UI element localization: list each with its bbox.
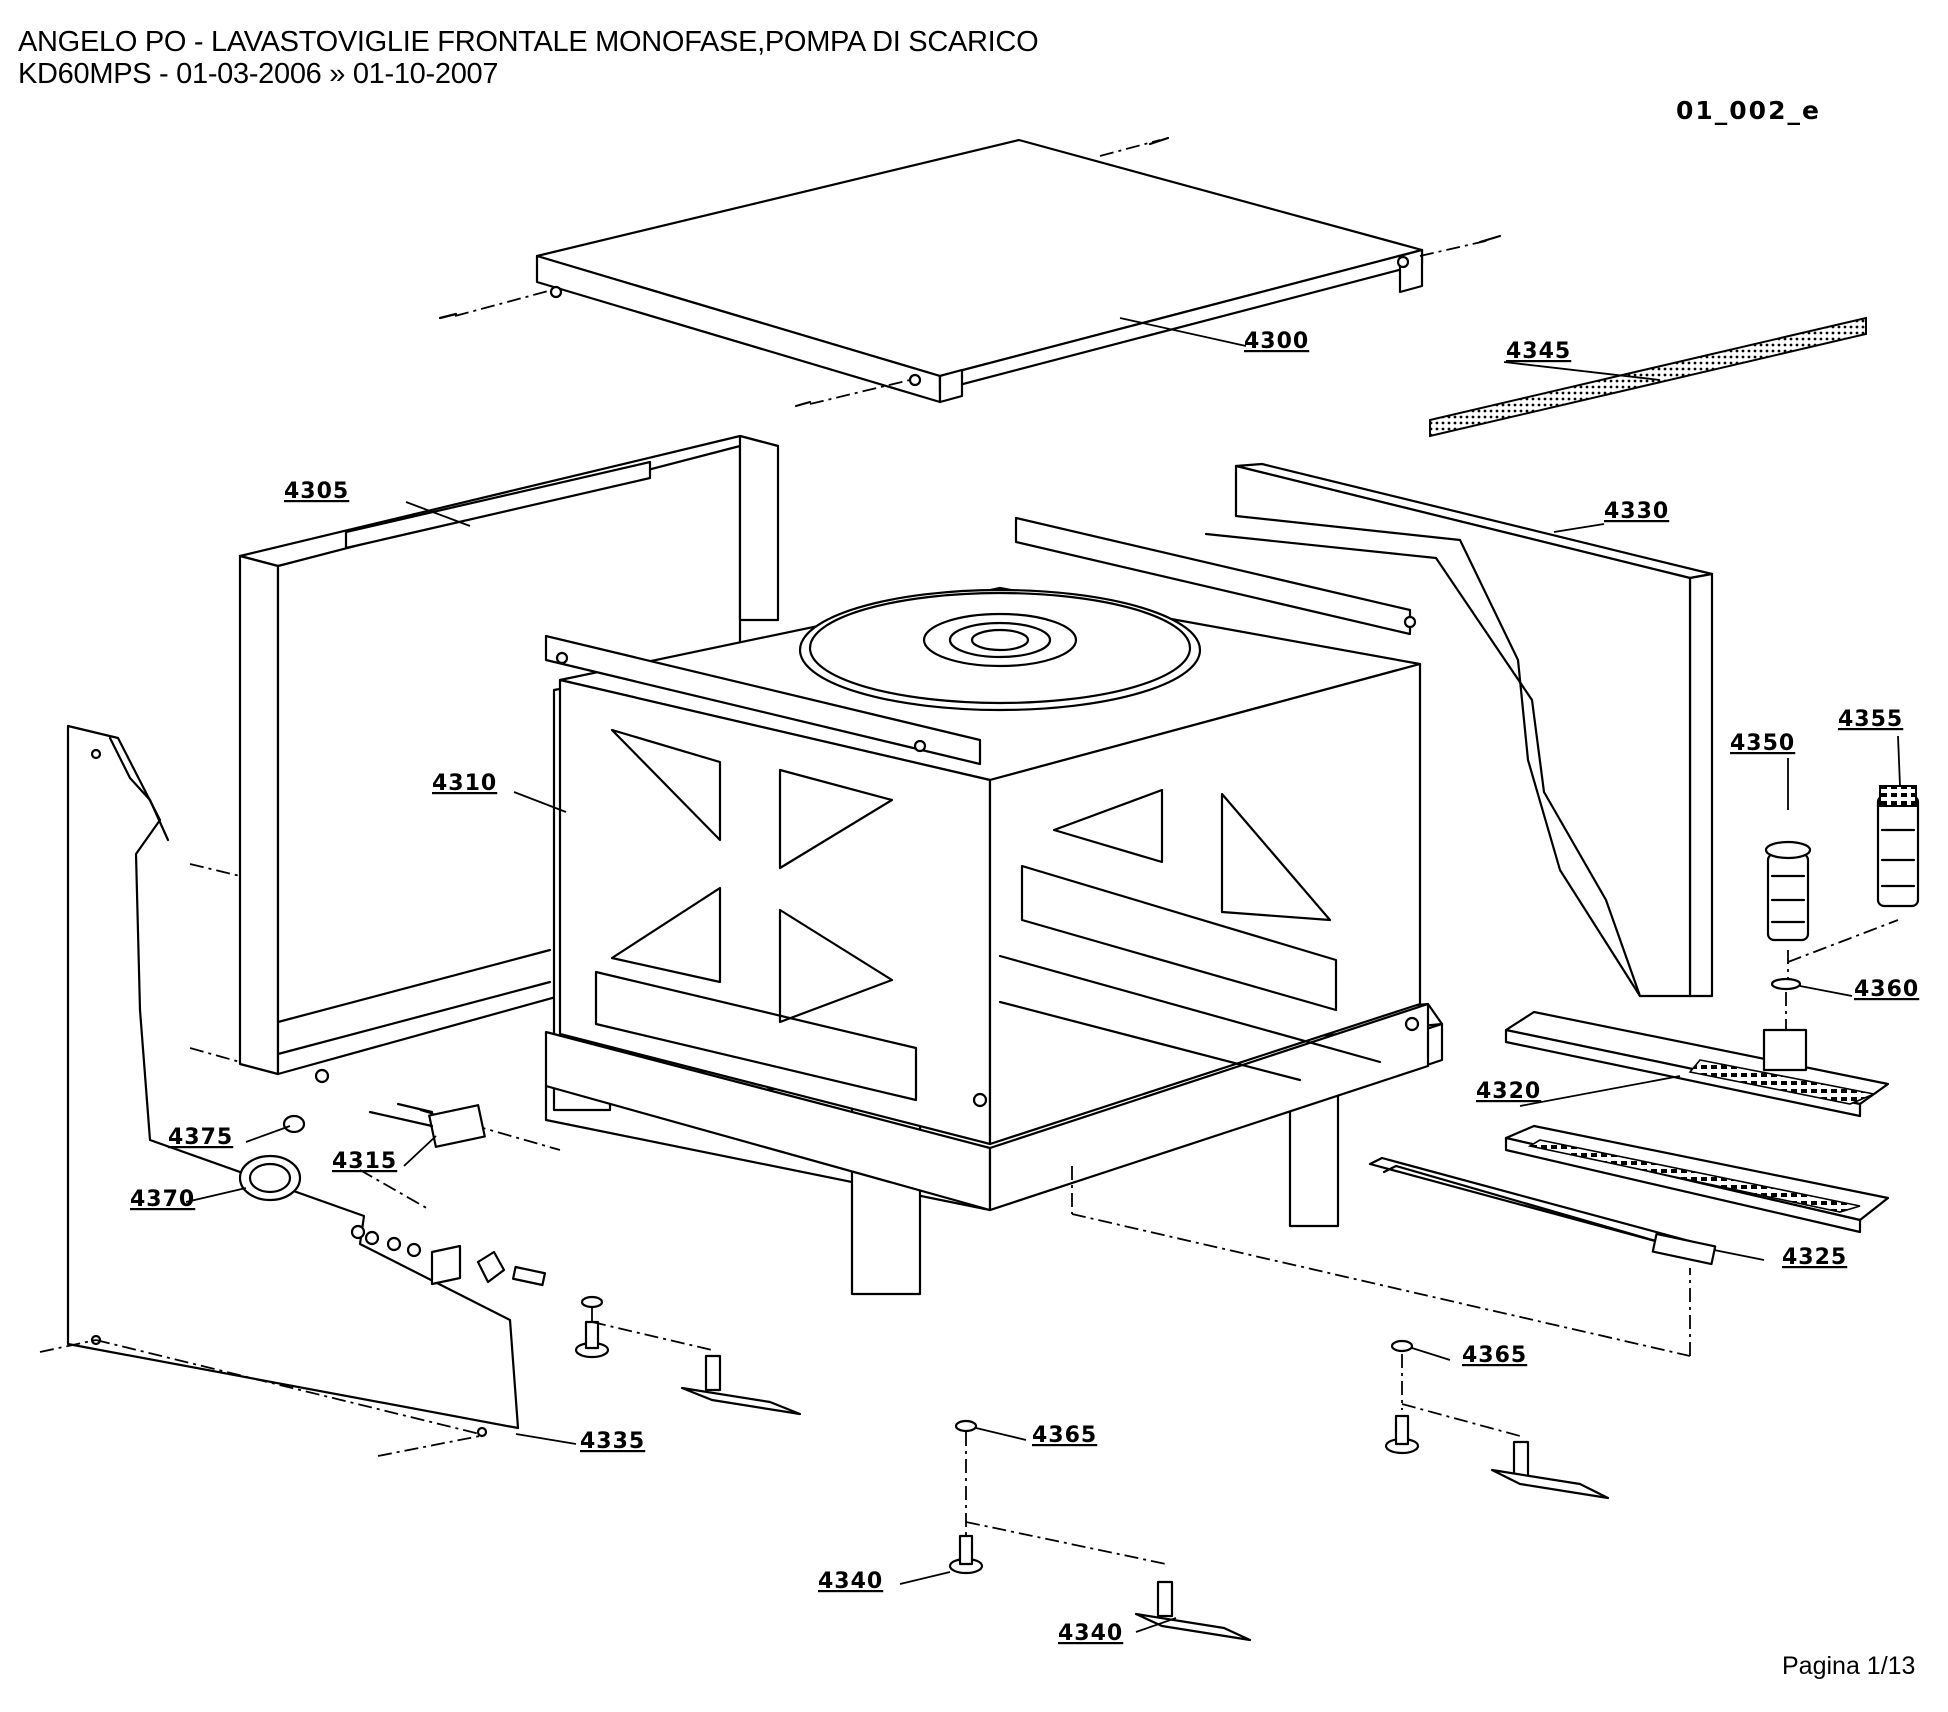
part-label-4370: 4370 xyxy=(130,1187,195,1212)
top-cover xyxy=(438,136,1502,408)
front-panel xyxy=(39,724,520,1457)
control-components xyxy=(238,1102,547,1287)
document-header: ANGELO PO - LAVASTOVIGLIE FRONTALE MONOF… xyxy=(18,26,1039,90)
part-label-4310: 4310 xyxy=(432,771,497,796)
part-label-4330: 4330 xyxy=(1604,499,1669,524)
document-subtitle: KD60MPS - 01-03-2006 » 01-10-2007 xyxy=(18,58,499,90)
main-tank xyxy=(359,516,1691,1357)
part-label-4360: 4360 xyxy=(1854,977,1919,1002)
overflow-filters xyxy=(1764,785,1920,1030)
part-label-4375: 4375 xyxy=(168,1125,233,1150)
feet xyxy=(574,1295,1610,1642)
part-label-4365-right: 4365 xyxy=(1462,1343,1527,1368)
filter-trays xyxy=(1504,1010,1890,1234)
leader-lines xyxy=(185,317,1901,1633)
right-side-panel xyxy=(1204,462,1714,998)
part-label-4365-center: 4365 xyxy=(1032,1423,1097,1448)
part-label-4340-left: 4340 xyxy=(818,1569,883,1594)
part-label-4325: 4325 xyxy=(1782,1245,1847,1270)
sheet-code: 01_002_e xyxy=(1676,96,1821,125)
part-label-4355: 4355 xyxy=(1838,707,1903,732)
part-label-4345: 4345 xyxy=(1506,339,1571,364)
sealing-strip xyxy=(1429,316,1867,438)
part-label-4305: 4305 xyxy=(284,479,349,504)
part-label-4340-bottom: 4340 xyxy=(1058,1621,1123,1646)
part-label-4320: 4320 xyxy=(1476,1079,1541,1104)
heating-element xyxy=(1368,1156,1717,1266)
part-label-4300: 4300 xyxy=(1244,329,1309,354)
page-number: Pagina 1/13 xyxy=(1782,1652,1916,1680)
part-label-4315: 4315 xyxy=(332,1149,397,1174)
part-label-4335: 4335 xyxy=(580,1429,645,1454)
document-title: ANGELO PO - LAVASTOVIGLIE FRONTALE MONOF… xyxy=(18,26,1039,58)
part-label-4350: 4350 xyxy=(1730,731,1795,756)
